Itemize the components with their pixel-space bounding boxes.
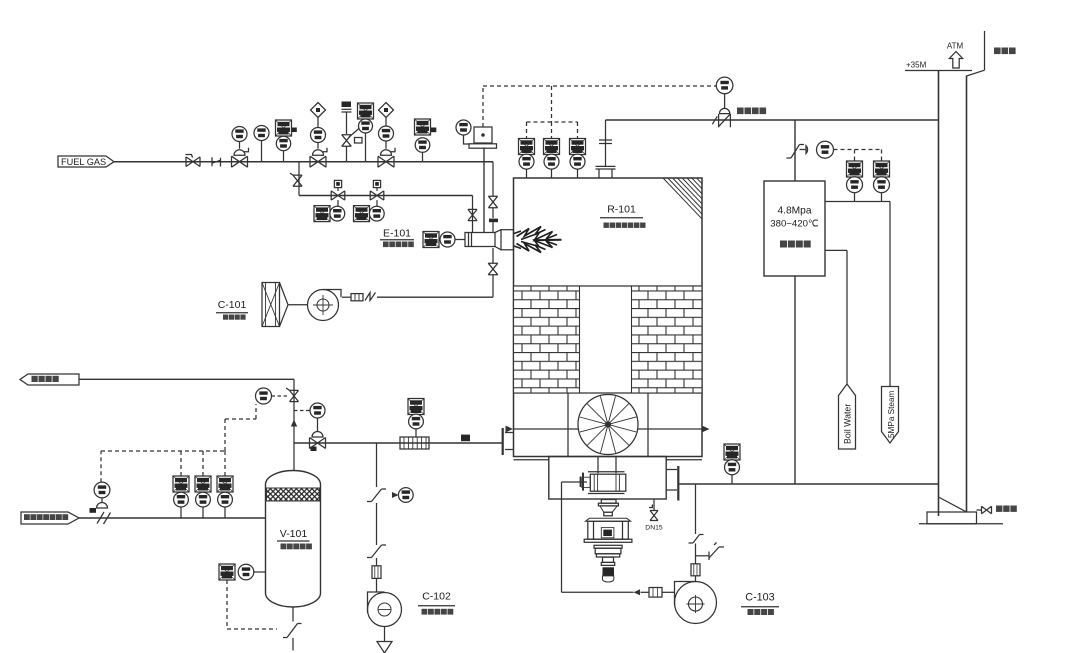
svg-text:+35M: +35M bbox=[906, 61, 927, 70]
svg-text:4.8Mpa: 4.8Mpa bbox=[778, 206, 812, 217]
svg-text:Boil Water: Boil Water bbox=[843, 404, 853, 444]
svg-text:380−420℃: 380−420℃ bbox=[770, 219, 819, 230]
svg-text:FUEL GAS: FUEL GAS bbox=[61, 157, 106, 167]
svg-text:R-101: R-101 bbox=[607, 204, 636, 216]
svg-text:5MPa Steam: 5MPa Steam bbox=[887, 390, 896, 438]
svg-text:C-101: C-101 bbox=[218, 299, 247, 311]
svg-text:E-101: E-101 bbox=[383, 228, 411, 240]
svg-text:ATM: ATM bbox=[947, 42, 964, 51]
svg-text:DN15: DN15 bbox=[645, 525, 663, 532]
svg-text:C-103: C-103 bbox=[745, 592, 774, 604]
svg-text:C-102: C-102 bbox=[422, 591, 451, 603]
svg-text:V-101: V-101 bbox=[280, 528, 308, 540]
